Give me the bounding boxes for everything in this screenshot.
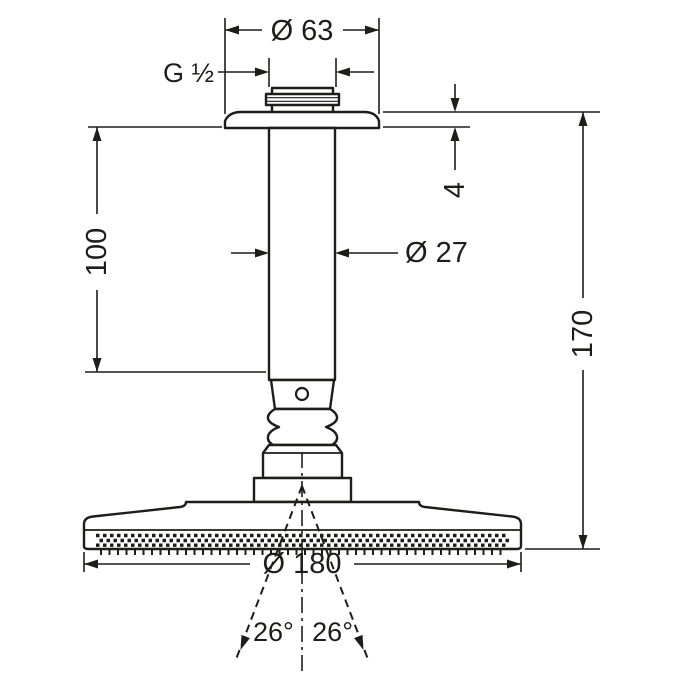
arrowhead-left-icon (335, 248, 349, 258)
arrowhead-down-icon (450, 98, 460, 112)
arrowhead-left-icon (336, 67, 350, 77)
dim-flange-diameter: Ø 63 (224, 15, 380, 114)
spray-angle-group: 26° 26° (234, 452, 370, 672)
dim-pipe-diameter: Ø 27 (231, 237, 468, 269)
arrowhead-up-icon (92, 127, 102, 141)
knurl-band (264, 92, 341, 107)
dim-ceiling-offset: 4 (383, 84, 600, 198)
arrowhead-down-icon (578, 535, 588, 549)
spray-arrow-left-icon (240, 634, 250, 650)
spray-line-left (234, 485, 303, 663)
arrowhead-left-icon (225, 25, 239, 35)
thread-size-label: G ½ (163, 58, 214, 88)
arrowhead-down-icon (92, 358, 102, 372)
dim-thread-size: G ½ (163, 58, 374, 88)
arrowhead-right-icon (255, 248, 269, 258)
pivot-pin-hole (294, 386, 310, 402)
arrowhead-up-icon (450, 127, 460, 141)
shower-fixture-outline (82, 86, 523, 555)
pipe-diameter-label: Ø 27 (405, 237, 468, 269)
ceiling-flange (223, 110, 381, 130)
spray-angle-left-label: 26° (253, 617, 294, 647)
arrowhead-right-icon (365, 25, 379, 35)
flange-diameter-label: Ø 63 (271, 15, 334, 47)
arrowhead-left-icon (84, 559, 98, 569)
ceiling-offset-label: 4 (439, 182, 471, 198)
spray-arrow-right-icon (354, 634, 364, 650)
ball-joint (266, 407, 339, 447)
arrowhead-right-icon (507, 559, 521, 569)
spray-line-right (301, 485, 370, 663)
spray-angle-right-label: 26° (312, 617, 353, 647)
overall-height-label: 170 (567, 310, 599, 358)
dim-overall-height: 170 (525, 112, 600, 550)
dim-arm-length: 100 (81, 126, 266, 373)
arm-length-label: 100 (81, 228, 113, 276)
arrowhead-up-icon (578, 112, 588, 126)
shower-arm-pipe (267, 126, 337, 382)
arrowhead-right-icon (255, 67, 269, 77)
